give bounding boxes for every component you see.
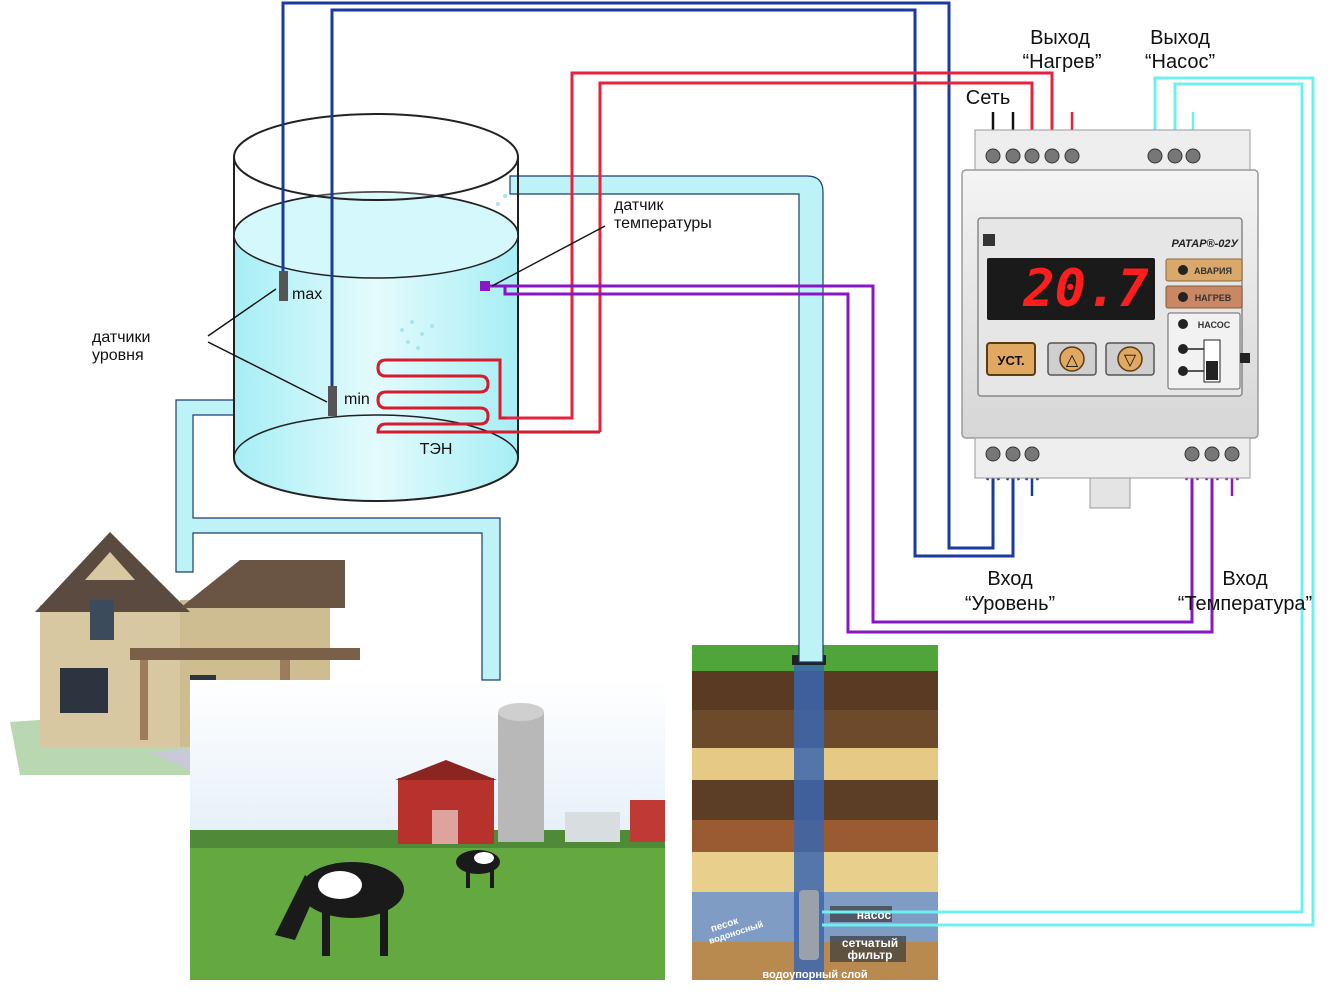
heat-indicator [1165, 285, 1243, 309]
alarm-indicator [1165, 258, 1243, 282]
level-wires [281, 1, 1015, 558]
alarm-label: АВАРИЯ [1194, 266, 1232, 276]
in-temp-label-1: Вход [1222, 568, 1268, 590]
in-level-label-1: Вход [987, 568, 1033, 590]
in-level-label-2: “Уровень” [965, 593, 1055, 615]
temperature-sensor-point [480, 281, 490, 291]
aquiclude-label: водоупорный слой [762, 969, 867, 981]
led-display [987, 258, 1155, 320]
max-sensor [279, 271, 288, 301]
temp-sensor-label-1: датчик [614, 197, 664, 214]
well-cross-section [692, 645, 938, 980]
leader-lines [207, 225, 606, 403]
well-filter-label-1: сетчатый [842, 936, 898, 950]
temperature-wires [485, 284, 1214, 634]
set-button[interactable]: УСТ. [986, 342, 1036, 376]
pump-label: НАСОС [1198, 320, 1231, 330]
water-tank [233, 113, 519, 502]
cow-2 [456, 850, 500, 888]
controller-device: РАТАР®-02У 20.7 АВАРИЯ НАГРЕВ [961, 129, 1259, 509]
min-label: min [344, 391, 370, 408]
min-sensor [328, 386, 337, 416]
heat-label: НАГРЕВ [1195, 293, 1232, 303]
terminals-top [985, 148, 1201, 164]
out-pump-label-1: Выход [1150, 27, 1210, 49]
terminals-bottom [985, 446, 1240, 462]
up-button[interactable]: △ [1047, 342, 1097, 376]
in-temp-label-2: “Температура” [1178, 593, 1312, 615]
max-label: max [292, 286, 322, 303]
display-value: 20.7 [1022, 259, 1149, 319]
out-heat-label-2: “Нагрев” [1022, 51, 1101, 73]
cow-1 [275, 862, 404, 956]
out-pump-label-2: “Насос” [1145, 51, 1215, 73]
set-button-label: УСТ. [997, 353, 1024, 368]
up-icon: △ [1066, 352, 1079, 369]
down-icon: ▽ [1124, 352, 1137, 369]
well-filter-label-2: фильтр [847, 948, 892, 962]
temp-sensor-label-2: температуры [614, 215, 712, 232]
device-brand: РАТАР®-02У [1171, 238, 1239, 250]
level-sensors-label-1: датчики [92, 329, 150, 346]
well-pump-label: насос [857, 908, 892, 922]
heater-element [376, 358, 600, 434]
down-button[interactable]: ▽ [1105, 342, 1155, 376]
pump-wires [822, 76, 1315, 927]
mains-label: Сеть [966, 87, 1010, 109]
out-heat-label-1: Выход [1030, 27, 1090, 49]
heater-label: ТЭН [420, 441, 453, 458]
farm-illustration [190, 680, 665, 980]
heat-wires [506, 71, 1054, 432]
level-sensors-label-2: уровня [92, 347, 144, 364]
